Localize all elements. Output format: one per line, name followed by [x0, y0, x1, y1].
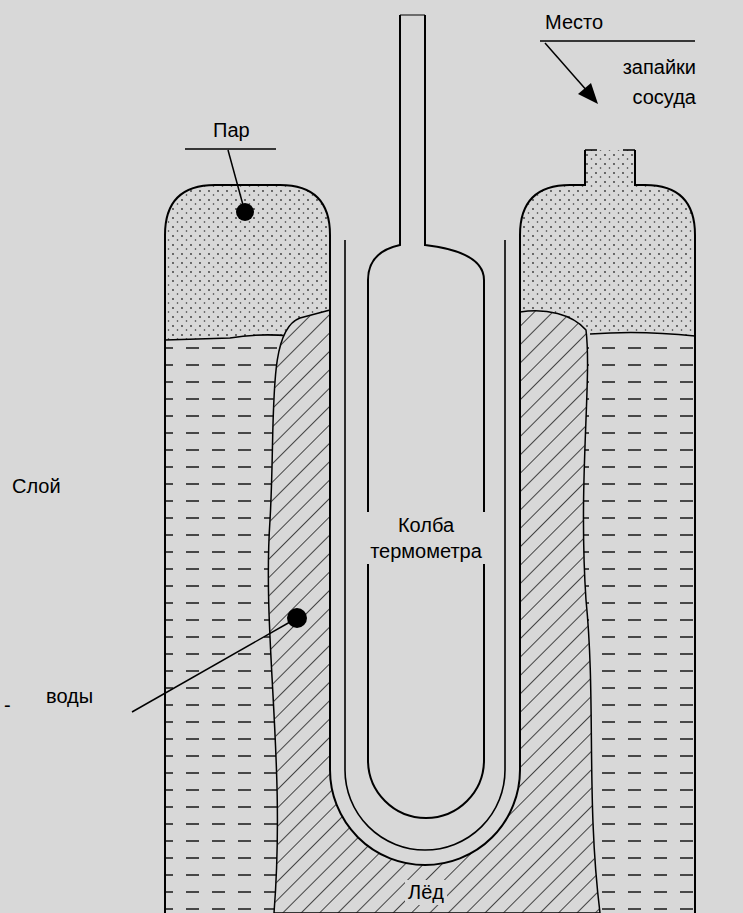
marker-dot	[236, 203, 254, 221]
seal-neck	[585, 149, 597, 151]
leader-line	[228, 150, 243, 205]
seal-label: запайки сосуда	[598, 52, 696, 112]
marker-dot	[287, 608, 307, 628]
leader-line	[545, 43, 588, 92]
thermometer-stem	[400, 15, 425, 16]
vessel-wall	[165, 150, 695, 913]
well-wall	[330, 235, 520, 865]
thermometer-well	[330, 235, 520, 865]
water-label: воды	[46, 684, 93, 709]
arrow-head	[578, 83, 598, 104]
label-underline	[540, 40, 695, 42]
bulb-label: Колба термометра	[357, 512, 495, 564]
seal-label: Место	[545, 10, 603, 35]
seal-neck	[623, 149, 635, 151]
dash-mark: -	[4, 693, 11, 718]
layer-label: Слой	[12, 474, 61, 499]
ice-label: Лёд	[405, 880, 447, 905]
label-underline	[185, 148, 276, 150]
thermometer-bulb	[368, 15, 484, 818]
vessel-contents	[160, 140, 700, 913]
leader-line	[132, 622, 290, 712]
vapour-label: Пар	[213, 118, 250, 143]
